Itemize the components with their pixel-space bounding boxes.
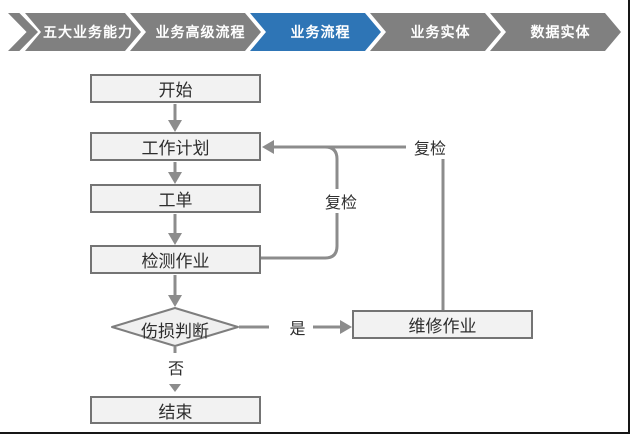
nav-step-business-entity[interactable]: 业务实体: [370, 13, 501, 51]
flow-node-start: 开始: [90, 74, 261, 103]
page-bottom-border: [0, 432, 630, 434]
flow-node-inspection: 检测作业: [90, 245, 261, 274]
flow-node-end: 结束: [90, 396, 261, 424]
edge-label-yes: 是: [285, 315, 310, 338]
decision-diamond-shape: [111, 307, 239, 347]
flow-node-work-plan: 工作计划: [90, 132, 261, 161]
flow-node-work-order: 工单: [90, 184, 261, 213]
edge-repair-recheck-to-plan: [262, 140, 445, 310]
nav-step-data-entity[interactable]: 数据实体: [490, 13, 621, 51]
edge-label-no: 否: [163, 355, 189, 379]
flow-node-damage-decision-label: 伤损判断: [141, 322, 209, 341]
edge-label-recheck-inner: 复检: [317, 189, 365, 213]
nav-step-high-level-process[interactable]: 业务高级流程: [130, 13, 261, 51]
page-right-border: [628, 0, 630, 434]
nav-step-five-capabilities[interactable]: 五大业务能力: [25, 13, 141, 51]
edge-no-arrowhead-icon: [169, 384, 181, 392]
flow-node-repair: 维修作业: [352, 310, 533, 339]
edge-label-recheck-outer: 复检: [406, 135, 454, 159]
nav-step-business-process-active[interactable]: 业务流程: [250, 13, 381, 51]
